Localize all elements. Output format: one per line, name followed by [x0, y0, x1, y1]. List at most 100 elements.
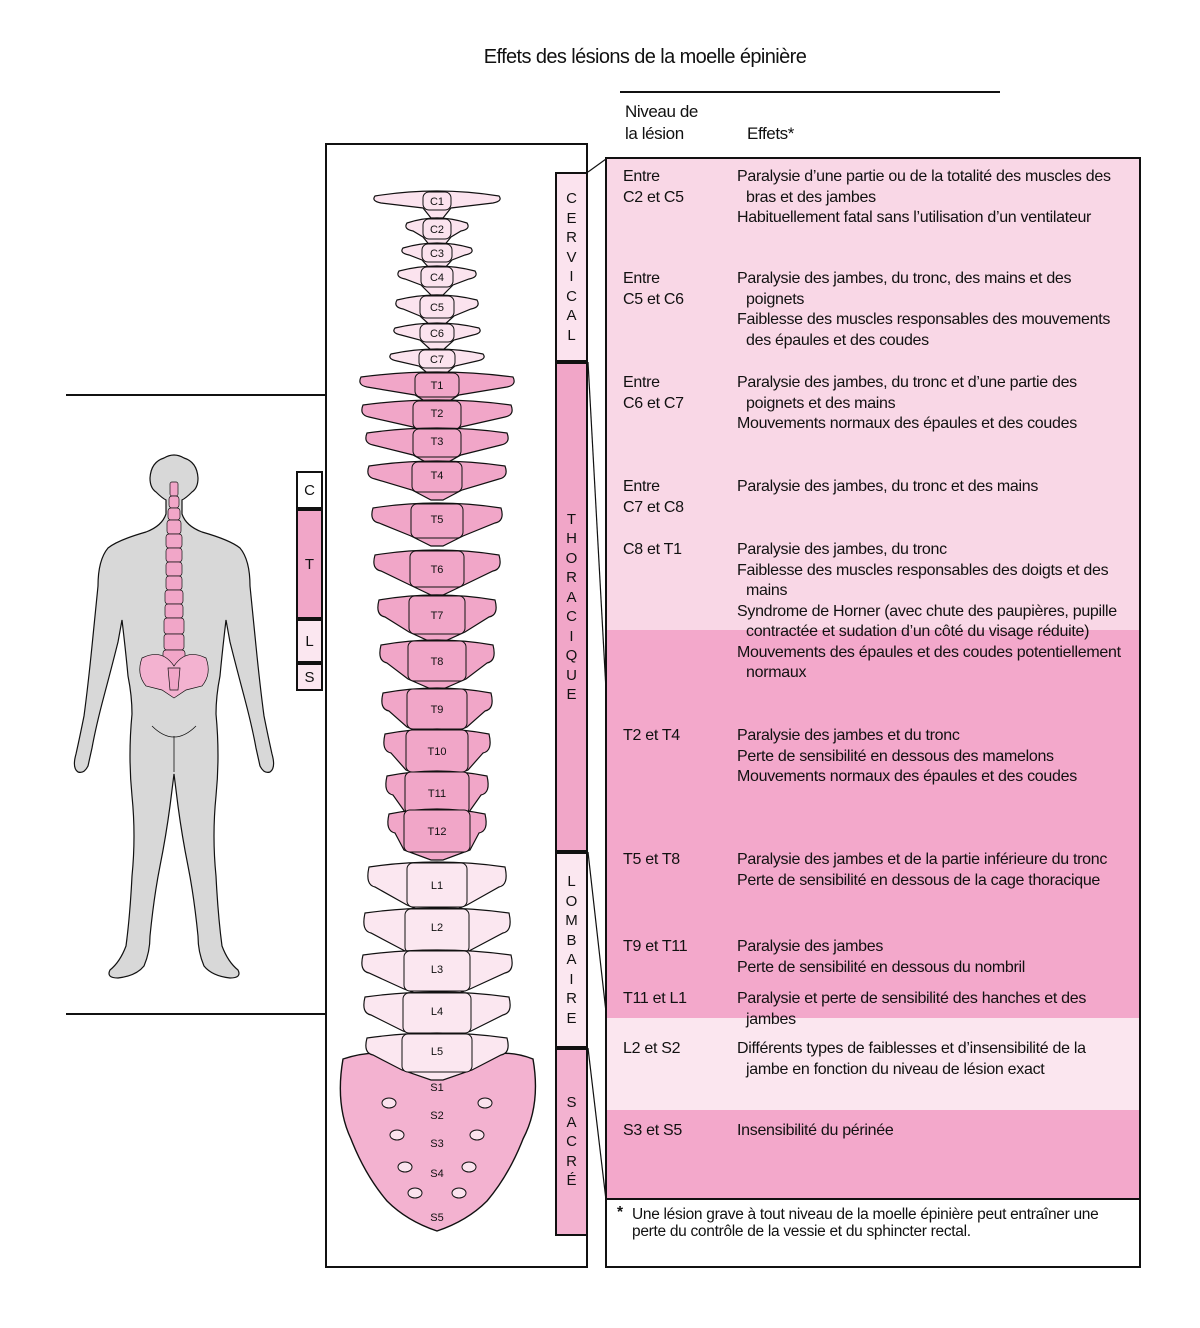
- vertebra-l4: [363, 991, 511, 1042]
- lesion-level: T2 et T4: [623, 726, 723, 747]
- region-letter: L: [567, 873, 576, 890]
- vertebra-label: L4: [431, 1006, 443, 1018]
- vertebral-column: C1C2C3C4C5C6C7T1T2T3T4T5T6T7T8T9T10T11T1…: [339, 190, 537, 1232]
- effects-list: Paralysie des jambes, du tronc, des main…: [737, 269, 1131, 351]
- lesion-level: Entre C6 et C7: [623, 373, 723, 414]
- lesion-level: C8 et T1: [623, 540, 723, 561]
- region-letter: O: [565, 892, 578, 910]
- effect-item: Perte de sensibilité en dessous des mame…: [737, 747, 1054, 765]
- vertebra-label: T3: [431, 436, 444, 448]
- effect-item: Faiblesse des muscles responsables des d…: [737, 561, 1109, 600]
- vertebra-label: S3: [430, 1138, 443, 1150]
- effect-item: Paralysie d’une partie ou de la totalité…: [737, 168, 1111, 206]
- vertebra-label: C1: [430, 196, 444, 208]
- vertebra-c2: [405, 217, 469, 248]
- lesion-level-line: Entre: [623, 168, 660, 185]
- lesion-level-line: Entre: [623, 374, 660, 391]
- lesion-level-line: L2 et S2: [623, 1040, 681, 1057]
- effects-list: Paralysie et perte de sensibilité des ha…: [737, 989, 1131, 1030]
- footnote-marker: *: [617, 1204, 623, 1221]
- region-letter: I: [569, 627, 574, 645]
- human-figure-back-view: [73, 454, 275, 979]
- lesion-level: T5 et T8: [623, 850, 723, 871]
- region-letter: R: [566, 990, 577, 1007]
- lesion-level: S3 et S5: [623, 1121, 723, 1142]
- vertebra-label: T2: [431, 408, 444, 420]
- effects-list: Paralysie d’une partie ou de la totalité…: [737, 167, 1131, 229]
- vertebra-label: S1: [430, 1082, 443, 1094]
- effect-item: Paralysie des jambes et de la partie inf…: [737, 851, 1108, 868]
- lesion-level-line: T9 et T11: [623, 938, 688, 955]
- effects-header: Effets*: [747, 124, 794, 143]
- vertebra-label: S5: [430, 1212, 443, 1224]
- band-cervical: [607, 159, 1139, 630]
- lesion-level-line: T5 et T8: [623, 851, 680, 868]
- region-connector-lines: [588, 158, 607, 1201]
- lesion-level-line: C6 et C7: [623, 394, 684, 412]
- sacral-foramen: [461, 1161, 477, 1173]
- region-letter: L: [567, 326, 576, 344]
- vertebra-t9: [381, 687, 493, 738]
- mini-region-c: C: [296, 471, 323, 509]
- region-letter: U: [566, 666, 577, 684]
- level-header-line2: la lésion: [625, 124, 684, 143]
- effects-list: Paralysie des jambes, du tronc et des ma…: [737, 477, 1131, 498]
- region-letter: R: [566, 1152, 577, 1170]
- effects-list: Paralysie des jambes et de la partie inf…: [737, 850, 1131, 891]
- effect-item: Paralysie des jambes, du tronc et des ma…: [737, 478, 1039, 495]
- footnote-text: Une lésion grave à tout niveau de la moe…: [632, 1206, 1099, 1240]
- title-rule: [620, 91, 1000, 93]
- vertebra-l3: [361, 949, 513, 1000]
- vertebra-l5: [365, 1032, 509, 1081]
- lesion-level-line: Entre: [623, 270, 660, 287]
- effect-item: Faiblesse des muscles responsables des m…: [737, 311, 1111, 349]
- vertebra-label: T8: [431, 656, 444, 668]
- body-panel: [66, 394, 326, 1015]
- region-letter: C: [566, 1133, 577, 1151]
- effects-list: Insensibilité du périnée: [737, 1121, 1131, 1142]
- mini-region-l: L: [296, 619, 323, 663]
- effect-item: Mouvements des épaules et des coudes pot…: [737, 643, 1121, 682]
- lesion-level: T9 et T11: [623, 937, 723, 958]
- vertebra-label: L5: [431, 1046, 443, 1058]
- region-letter: E: [566, 209, 577, 227]
- effect-item: Mouvements normaux des épaules et des co…: [737, 768, 1077, 785]
- vertebra-label: C7: [430, 354, 444, 366]
- lesion-level: T11 et L1: [623, 989, 723, 1010]
- vertebra-t7: [377, 594, 497, 643]
- region-letter: A: [566, 951, 577, 968]
- vertebra-label: T7: [431, 610, 444, 622]
- sacral-foramen: [397, 1161, 413, 1173]
- vertebra-label: C3: [430, 248, 444, 260]
- lesion-level-line: Entre: [623, 478, 660, 495]
- vertebra-c5: [395, 294, 479, 327]
- region-letter: I: [569, 970, 574, 988]
- effect-item: Syndrome de Horner (avec chute des paupi…: [737, 602, 1117, 641]
- sacral-foramen: [389, 1129, 405, 1141]
- effect-item: Paralysie des jambes et du tronc: [737, 727, 960, 744]
- vertebra-l2: [363, 907, 511, 962]
- vertebra-label: L2: [431, 922, 443, 934]
- region-letter: I: [569, 268, 574, 285]
- effect-item: Paralysie des jambes, du tronc, des main…: [737, 270, 1072, 308]
- vertebra-label: T6: [431, 564, 444, 576]
- vertebra-t6: [373, 549, 501, 596]
- vertebra-label: T9: [431, 704, 444, 716]
- vertebra-c3: [401, 242, 473, 271]
- lesion-level-line: S3 et S5: [623, 1122, 682, 1139]
- vertebra-c4: [397, 265, 477, 296]
- region-letter: C: [566, 190, 577, 207]
- region-letter: H: [566, 530, 577, 547]
- footnote: * Une lésion grave à tout niveau de la m…: [605, 1198, 1141, 1268]
- region-letter: T: [566, 510, 577, 528]
- level-header-line1: Niveau de: [625, 102, 698, 121]
- lesion-level: L2 et S2: [623, 1039, 723, 1060]
- vertebra-t5: [371, 502, 503, 547]
- effect-item: Habituellement fatal sans l’utilisation …: [737, 209, 1092, 226]
- vertebra-label: S4: [430, 1168, 443, 1180]
